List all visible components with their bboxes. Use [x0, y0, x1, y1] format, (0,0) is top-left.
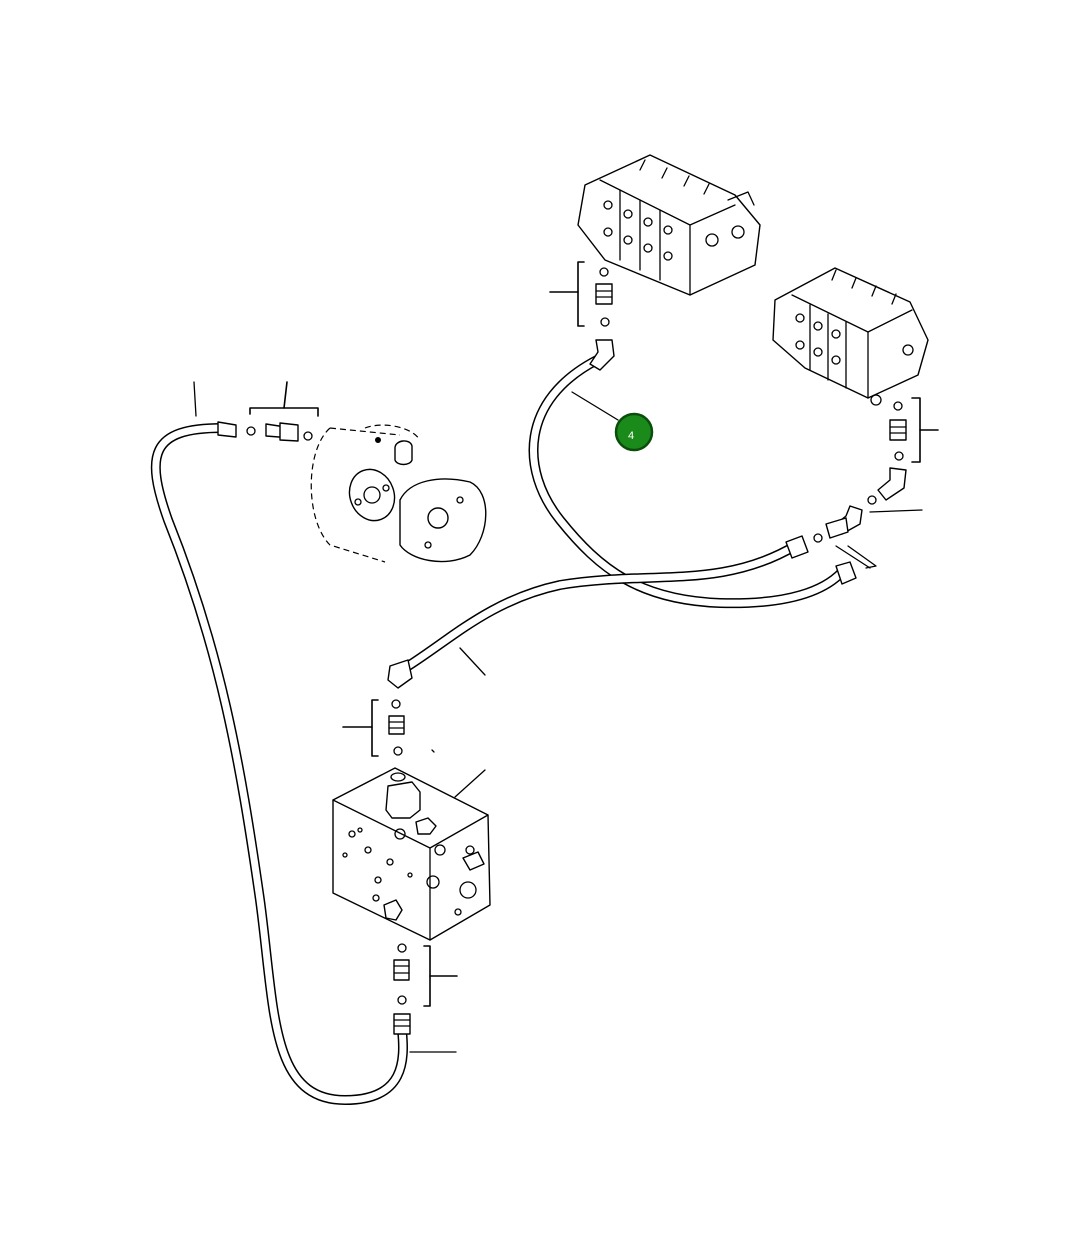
valve-manifold-block[interactable] — [332, 767, 491, 941]
hose-center-to-lower-block[interactable] — [400, 541, 800, 673]
hose-upper-valve-to-manifold[interactable] — [528, 355, 847, 609]
leader-lines — [193, 381, 619, 1053]
hose-left-long[interactable] — [150, 423, 408, 1105]
control-valve-right[interactable] — [772, 267, 929, 406]
callout-4-label: 4 — [628, 430, 634, 442]
hydraulic-pump[interactable] — [310, 424, 487, 563]
upper-valve-fittings[interactable] — [549, 261, 615, 371]
control-valve-upper[interactable] — [577, 154, 761, 296]
pump-fittings[interactable] — [217, 421, 313, 442]
right-valve-fittings[interactable] — [785, 397, 939, 585]
leader-line-manifold — [454, 769, 486, 798]
callout-4-circle[interactable] — [614, 412, 654, 452]
manifold-upper-fittings[interactable] — [342, 659, 413, 757]
callout-4[interactable]: 4 — [614, 412, 654, 452]
manifold-lower-fittings[interactable] — [393, 943, 458, 1035]
